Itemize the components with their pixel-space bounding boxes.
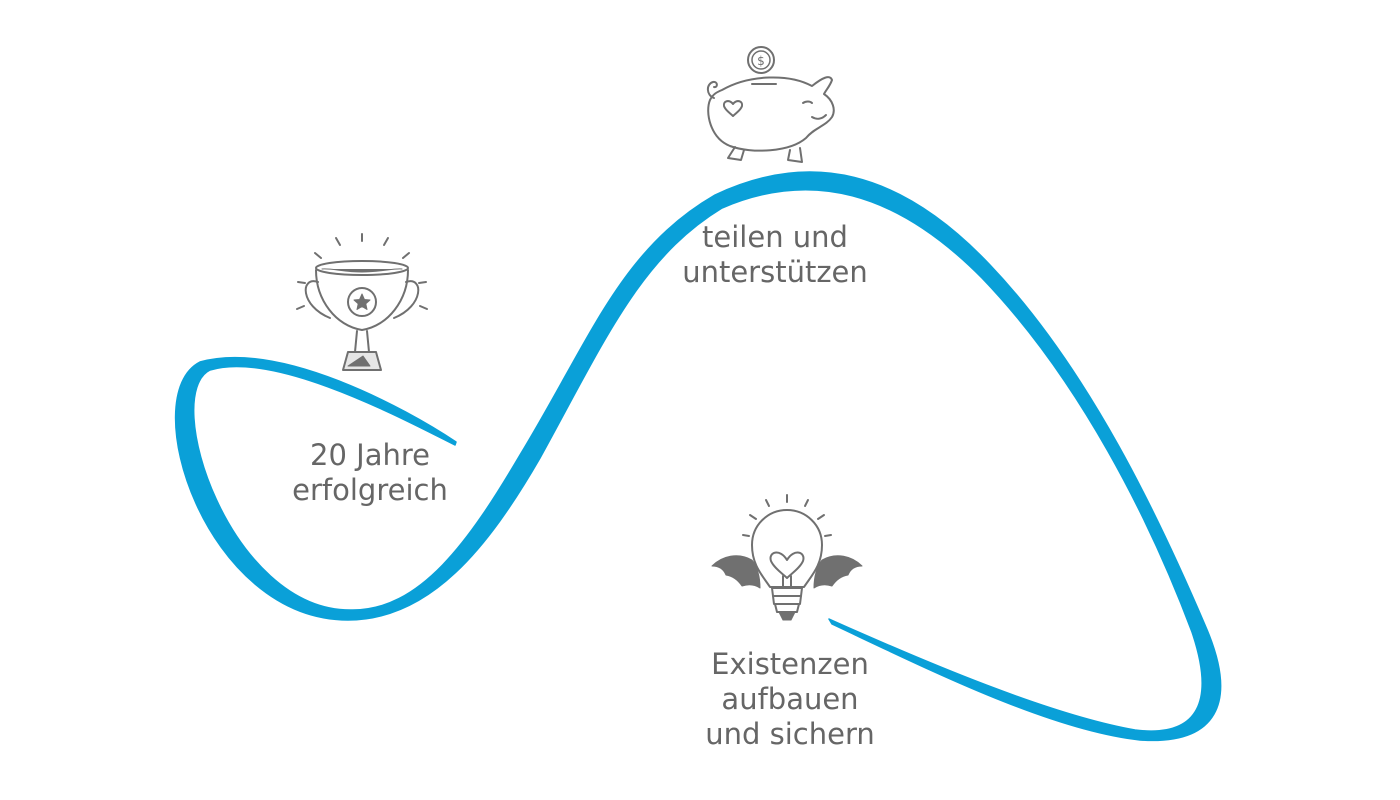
svg-text:$: $ bbox=[757, 54, 765, 68]
label-line: erfolgreich bbox=[292, 473, 448, 507]
label-line: aufbauen bbox=[721, 682, 859, 716]
label-line: Existenzen bbox=[711, 647, 869, 681]
label-line: unterstützen bbox=[682, 255, 868, 289]
label-line: teilen und bbox=[702, 220, 848, 254]
trophy-icon bbox=[296, 233, 428, 371]
label-line: und sichern bbox=[705, 717, 875, 751]
milestone-label-teilen: teilen und unterstützen bbox=[650, 220, 900, 290]
winged-lightbulb-icon bbox=[711, 494, 863, 621]
piggy-bank-icon: $ bbox=[706, 46, 835, 163]
milestone-label-existenzen: Existenzen aufbauen und sichern bbox=[660, 647, 920, 752]
milestone-label-20-jahre: 20 Jahre erfolgreich bbox=[250, 438, 490, 508]
label-line: 20 Jahre bbox=[310, 438, 430, 472]
journey-curve bbox=[174, 171, 1222, 742]
